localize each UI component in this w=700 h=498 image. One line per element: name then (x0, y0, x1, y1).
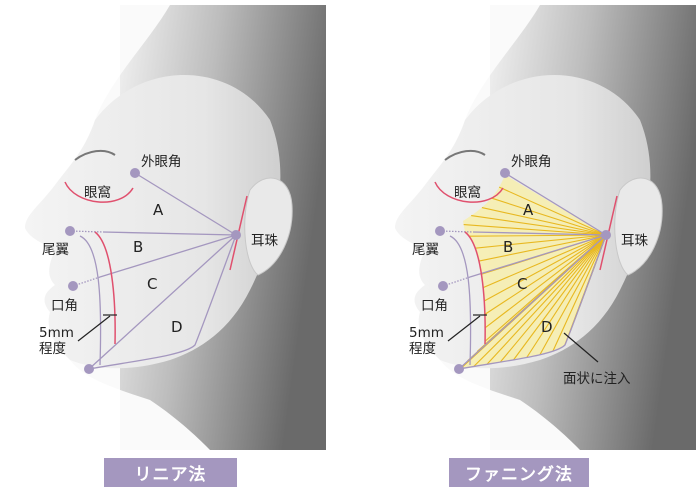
label-5mm: 5mm (409, 325, 444, 341)
label-outer-eye: 外眼角 (141, 154, 182, 170)
zone-c: C (517, 275, 527, 293)
fan-ray (526, 234, 607, 358)
nose-wing-point (65, 226, 75, 236)
fan-ray (482, 234, 607, 289)
fan-ray (478, 234, 607, 262)
label-5mm: 5mm (39, 325, 74, 341)
label-nose-wing: 尾翼 (42, 242, 69, 258)
fan-ray (473, 234, 607, 367)
fan-ray (539, 234, 607, 356)
chin-point (84, 364, 94, 374)
fan-ray (491, 197, 607, 236)
fan-ray (498, 186, 607, 236)
linear-panel: 外眼角 眼窩 尾翼 口角 5mm 程度 耳珠 A B C D (24, 4, 327, 451)
fanning-method-badge: ファニング法 (449, 458, 589, 487)
label-mouth-corner: 口角 (51, 298, 78, 314)
fan-ray (513, 234, 607, 361)
fanning-note: 面状に注入 (563, 371, 631, 387)
label-orbit: 眼窩 (84, 184, 111, 201)
zone-d: D (541, 318, 553, 336)
note-pointer (563, 332, 599, 363)
fan-ray (486, 234, 607, 365)
zone-a: A (153, 201, 164, 219)
fanning-panel: 外眼角 眼窩 尾翼 口角 5mm 程度 耳珠 A B C D 面状に注入 (394, 4, 697, 451)
label-outer-eye: 外眼角 (511, 154, 552, 170)
zone-a: A (523, 201, 534, 219)
mouth-corner-point (68, 281, 78, 291)
label-nose-wing: 尾翼 (412, 242, 439, 258)
linear-method-badge: リニア法 (104, 458, 237, 487)
fan-ray (469, 234, 607, 237)
label-tragus: 耳珠 (621, 233, 649, 249)
label-mouth-corner: 口角 (421, 298, 448, 314)
fan-ray (475, 234, 607, 249)
zone-b: B (133, 238, 143, 256)
zone-c: C (147, 275, 157, 293)
zone-d: D (171, 318, 183, 336)
margin-pointer (77, 315, 111, 342)
fan-ray (463, 224, 607, 236)
tragus-point (231, 230, 241, 240)
fan-ray (471, 215, 607, 236)
orbit-line (64, 181, 134, 203)
fan-ray (484, 234, 607, 315)
zone-b: B (503, 238, 513, 256)
label-orbit: 眼窩 (454, 184, 481, 201)
outer-eye-point (130, 168, 140, 178)
margin-line (94, 231, 116, 345)
label-tragus: 耳珠 (251, 233, 278, 249)
fan-ray (552, 234, 607, 352)
label-extent: 程度 (39, 341, 66, 357)
linear-lines (69, 172, 237, 370)
fan-ray (499, 234, 607, 363)
label-extent: 程度 (409, 341, 436, 357)
fan-ray (481, 206, 607, 236)
fan-ray (484, 234, 607, 329)
fan-ray (483, 234, 607, 302)
